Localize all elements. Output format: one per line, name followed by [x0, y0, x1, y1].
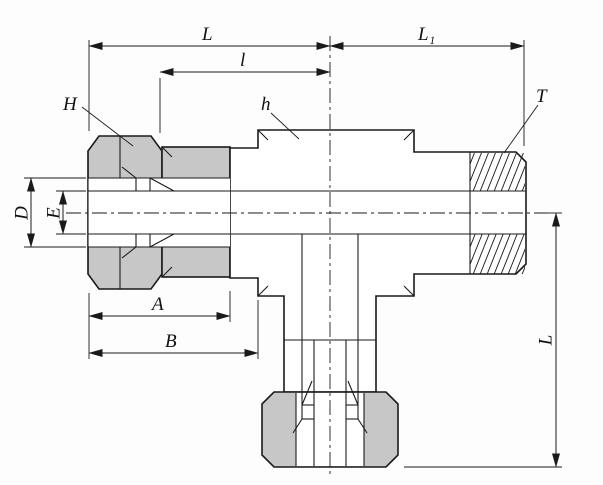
dimension-branch-length: L [404, 212, 562, 468]
left-port-internals [87, 136, 526, 289]
label-nut-length: A [150, 294, 164, 315]
callout-nut-hex: H [62, 94, 134, 147]
dimension-bore-inner: E [43, 190, 86, 235]
label-nut-hex: H [62, 94, 78, 115]
dimension-right-length: L₁ [329, 24, 525, 50]
male-thread [469, 152, 525, 274]
label-intermediate-length: l [240, 50, 245, 71]
label-thread: T [536, 86, 548, 107]
fitting-body [229, 129, 527, 393]
thread-hatch-top [470, 153, 525, 191]
callout-body-hex: h [261, 94, 300, 140]
bottom-port-internals [284, 234, 376, 466]
left-bore-opening [88, 178, 230, 247]
centerlines [66, 36, 548, 478]
label-overall-length: L [201, 24, 213, 45]
dimension-shoulder-length: B [88, 300, 259, 359]
label-bore-inner: E [43, 207, 64, 220]
dimension-overall-length: L [88, 24, 525, 146]
label-body-hex: h [261, 94, 271, 115]
label-shoulder-length: B [165, 331, 177, 352]
thread-hatch-bottom [470, 234, 525, 274]
dimension-bore-outer: D [11, 177, 86, 248]
label-bore-outer: D [11, 206, 32, 221]
dimension-intermediate-length: l [159, 50, 331, 133]
callout-thread: T [503, 86, 548, 154]
dimension-nut-length: A [88, 291, 231, 359]
label-right-length: L₁ [417, 24, 435, 45]
label-branch-length: L [535, 335, 556, 347]
